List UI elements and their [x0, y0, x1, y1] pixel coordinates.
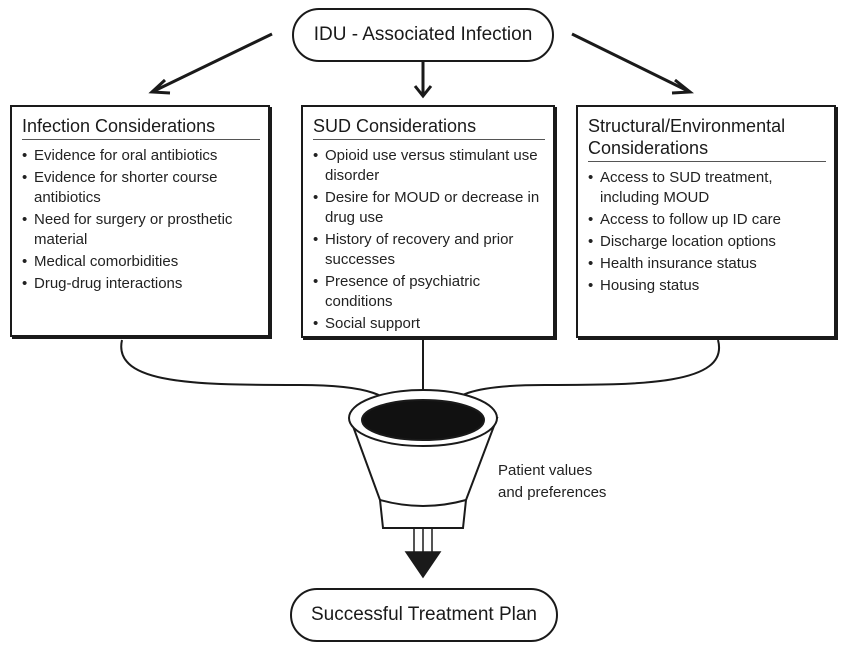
bottom-node: Successful Treatment Plan	[290, 588, 558, 642]
funnel-neck	[379, 499, 467, 507]
list-item: Social support	[313, 314, 545, 334]
funnel-note-line1: Patient values	[498, 462, 593, 479]
list-item: Discharge location options	[588, 232, 826, 252]
top-node-label: IDU - Associated Infection	[313, 24, 533, 45]
list-item: History of recovery and prior successes	[313, 230, 545, 270]
sud-considerations-box: SUD Considerations Opioid use versus sti…	[301, 105, 555, 338]
list-item: Access to follow up ID care	[588, 210, 826, 230]
infection-list: Evidence for oral antibiotics Evidence f…	[22, 146, 260, 294]
list-item: Housing status	[588, 276, 826, 296]
funnel-opening	[361, 399, 485, 441]
funnel	[348, 389, 499, 529]
list-item: Health insurance status	[588, 254, 826, 274]
funnel-note: Patient values and preferences	[498, 460, 606, 504]
output-arrow	[404, 528, 442, 579]
list-item: Evidence for shorter course antibiotics	[22, 168, 260, 208]
structural-list: Access to SUD treatment, including MOUD …	[588, 168, 826, 296]
funnel-note-line2: and preferences	[498, 484, 607, 501]
top-arrows	[148, 32, 695, 99]
infection-considerations-box: Infection Considerations Evidence for or…	[10, 105, 270, 337]
list-item: Desire for MOUD or decrease in drug use	[313, 188, 545, 228]
arrow-left-head	[148, 78, 171, 95]
sud-list: Opioid use versus stimulant use disorder…	[313, 146, 545, 334]
list-item: Medical comorbidities	[22, 252, 260, 272]
bottom-node-label: Successful Treatment Plan	[311, 604, 537, 625]
output-arrow-head	[404, 551, 442, 579]
arrow-right	[571, 32, 691, 94]
arrow-right-head	[671, 78, 695, 95]
structural-title: Structural/Environmental Considerations	[588, 115, 826, 162]
list-item: Evidence for oral antibiotics	[22, 146, 260, 166]
list-item: Opioid use versus stimulant use disorder	[313, 146, 545, 186]
top-node: IDU - Associated Infection	[292, 8, 554, 62]
infection-title: Infection Considerations	[22, 115, 260, 140]
list-item: Access to SUD treatment, including MOUD	[588, 168, 826, 208]
arrow-left	[151, 32, 273, 94]
list-item: Presence of psychiatric conditions	[313, 272, 545, 312]
arrow-center-head	[413, 85, 433, 99]
list-item: Drug-drug interactions	[22, 274, 260, 294]
structural-considerations-box: Structural/Environmental Considerations …	[576, 105, 836, 338]
sud-title: SUD Considerations	[313, 115, 545, 140]
list-item: Need for surgery or prosthetic material	[22, 210, 260, 250]
